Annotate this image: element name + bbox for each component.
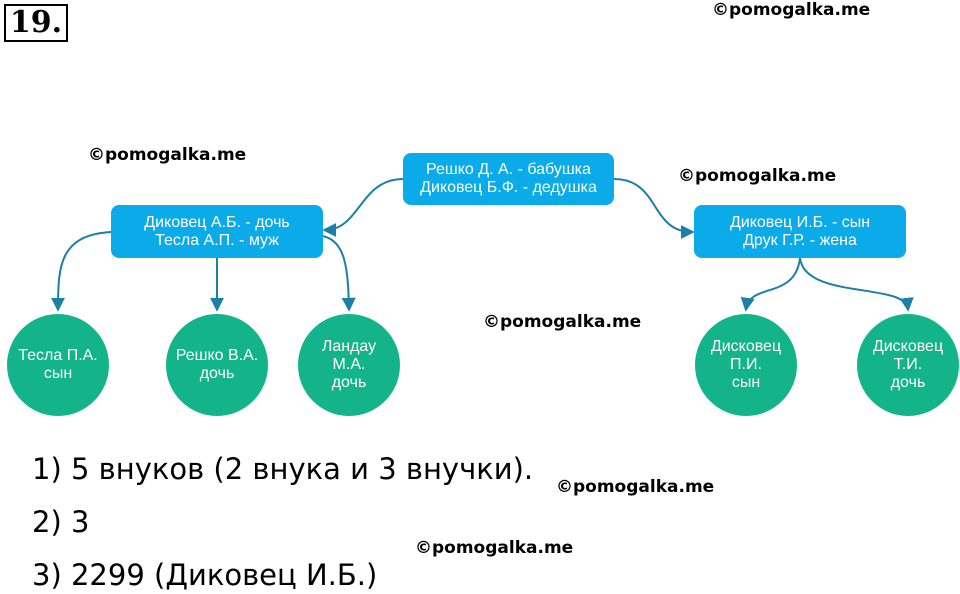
node-line: дочь <box>890 374 926 391</box>
watermark: ©pomogalka.me <box>678 166 837 186</box>
node-line: Дисковец <box>710 338 782 355</box>
node-line: Тесла А.П. - муж <box>155 231 279 249</box>
task-number: 19. <box>4 4 68 42</box>
node-line: дочь <box>199 365 235 382</box>
watermark: ©pomogalka.me <box>556 477 715 497</box>
node-child-3: Ландау М.А. дочь <box>298 314 400 416</box>
node-line: Т.И. <box>893 356 923 373</box>
node-grandparents: Решко Д. А. - бабушка Диковец Б.Ф. - дед… <box>403 153 614 205</box>
node-line: дочь <box>331 374 367 391</box>
watermark: ©pomogalka.me <box>483 312 642 332</box>
node-line: Решко В.А. <box>175 347 259 364</box>
edge-right-to-child5 <box>799 257 914 312</box>
node-line: Диковец И.Б. - сын <box>729 213 871 231</box>
edge-left-to-child3 <box>321 235 356 312</box>
node-line: П.И. <box>730 356 762 373</box>
edge-right-to-child4 <box>740 257 801 312</box>
node-line: сын <box>43 365 73 382</box>
node-line: Диковец Б.Ф. - дедушка <box>420 179 597 196</box>
answer-1: 1) 5 внуков (2 внука и 3 внучки). <box>32 452 534 486</box>
node-left-couple: Диковец А.Б. - дочь Тесла А.П. - муж <box>111 205 323 258</box>
node-line: Друк Г.Р. - жена <box>743 231 857 249</box>
answer-3: 3) 2299 (Диковец И.Б.) <box>32 558 378 592</box>
node-child-5: Дисковец Т.И. дочь <box>857 314 959 416</box>
watermark: ©pomogalka.me <box>712 0 871 20</box>
node-line: М.А. <box>332 356 366 373</box>
node-line: сын <box>731 374 761 391</box>
watermark: ©pomogalka.me <box>88 145 247 165</box>
node-child-1: Тесла П.А. сын <box>7 314 109 416</box>
edge-root-to-left <box>322 178 404 237</box>
node-child-4: Дисковец П.И. сын <box>695 314 797 416</box>
node-line: Диковец А.Б. - дочь <box>144 213 290 231</box>
node-line: Ландау <box>321 338 377 355</box>
edge-left-to-child1 <box>51 231 112 312</box>
watermark: ©pomogalka.me <box>415 538 574 558</box>
node-child-2: Решко В.А. дочь <box>166 314 268 416</box>
node-right-couple: Диковец И.Б. - сын Друк Г.Р. - жена <box>694 205 906 258</box>
node-line: Тесла П.А. <box>18 347 98 364</box>
node-line: Решко Д. А. - бабушка <box>426 161 591 178</box>
answer-2: 2) 3 <box>32 505 90 539</box>
node-line: Дисковец <box>872 338 944 355</box>
edge-root-to-right <box>613 178 695 239</box>
